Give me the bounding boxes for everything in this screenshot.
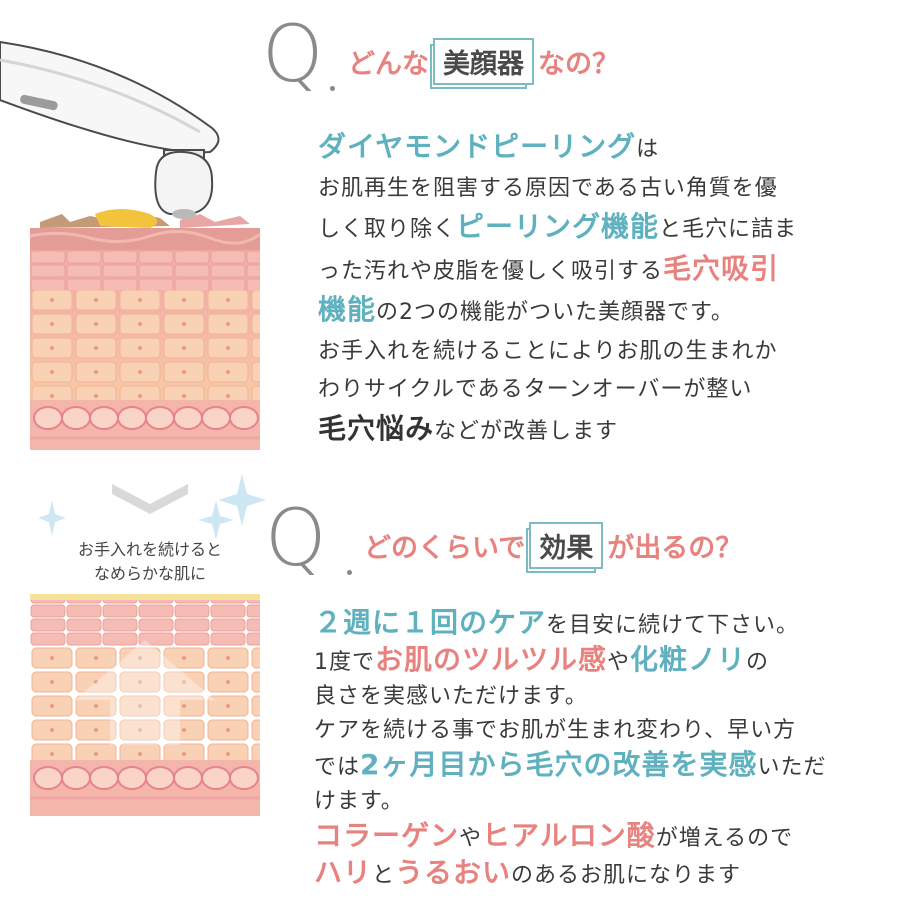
highlight-text: 毛穴悩み (318, 411, 435, 445)
section1-line: お肌再生を阻害する原因である古い角質を優 (318, 170, 797, 209)
section1-line: 機能の2つの機能がついた美顔器です。 (318, 291, 797, 333)
body-text: わりサイクルであるターンオーバーが整い (318, 377, 753, 402)
body-text: では (314, 755, 361, 780)
body-text: ケアを続ける事でお肌が生まれ変わり、早い方 (314, 718, 797, 743)
body-text: った汚れや皮脂を優しく吸引する (318, 258, 664, 284)
highlight-text: 2ヶ月目から毛穴の改善を実感 (360, 748, 758, 781)
body-text: 良さを実感いただけます。 (314, 684, 588, 709)
q-mark-2: Q (265, 494, 327, 584)
section1-heading: どんな 美顔器 なの？ (348, 38, 619, 89)
q-dot-1 (330, 86, 335, 91)
caption-line-1: お手入れを続けると (77, 540, 222, 559)
highlight-text: ２週に１回のケア (314, 606, 547, 639)
skin-illustration-bottom (30, 594, 260, 816)
highlight-text: お肌のツルツル感 (375, 643, 608, 676)
body-text: のあるお肌になります (511, 863, 742, 888)
section2-line: けます。 (314, 785, 827, 819)
heading2-box: 効果 (526, 522, 604, 573)
body-text: 1度で (314, 650, 375, 675)
heading1-pre: どんな (348, 49, 429, 80)
section2-line: ２週に１回のケアを目安に続けて下さい。 (314, 606, 827, 643)
section1-line: しく取り除くピーリング機能と毛穴に詰ま (318, 208, 797, 250)
heading1-post: なの？ (538, 49, 619, 80)
section2-body: ２週に１回のケアを目安に続けて下さい。1度でお肌のツルツル感や化粧ノリの良さを実… (314, 606, 827, 893)
section2-line: ケアを続ける事でお肌が生まれ変わり、早い方 (314, 714, 827, 748)
section2-line: では2ヶ月目から毛穴の改善を実感いただ (314, 748, 827, 785)
body-text: や (459, 826, 483, 851)
body-text: は (636, 137, 660, 162)
sparkle-icon (198, 500, 234, 540)
middle-caption: お手入れを続けると なめらかな肌に (20, 538, 280, 586)
q-mark-1: Q (262, 10, 324, 100)
highlight-text: 化粧ノリ (630, 643, 747, 676)
highlight-text: 毛穴吸引 (663, 251, 780, 285)
section2-line: ハリとうるおいのあるお肌になります (314, 856, 827, 893)
caption-line-2: なめらかな肌に (93, 564, 206, 583)
section1-line: 毛穴悩みなどが改善します (318, 410, 797, 452)
highlight-text: ハリ (314, 856, 373, 889)
body-text: などが改善します (434, 418, 619, 444)
highlight-text: ピーリング機能 (456, 210, 660, 243)
section1-line: わりサイクルであるターンオーバーが整い (318, 371, 797, 410)
body-text: しく取り除く (318, 217, 457, 242)
highlight-text: ヒアルロン酸 (482, 819, 656, 852)
section2-line: 良さを実感いただけます。 (314, 680, 827, 714)
highlight-text: うるおい (395, 856, 512, 889)
body-text: や (607, 650, 631, 675)
chevron-down-icon (112, 484, 188, 514)
beauty-device-icon (0, 40, 220, 219)
section1-line: った汚れや皮脂を優しく吸引する毛穴吸引 (318, 250, 797, 292)
heading1-box: 美顔器 (430, 38, 534, 89)
heading2-pre: どのくらいで (364, 533, 526, 564)
sparkle-icon (218, 474, 266, 526)
body-text: の (746, 650, 770, 675)
body-text: けます。 (314, 789, 404, 814)
section2-line: 1度でお肌のツルツル感や化粧ノリの (314, 643, 827, 680)
q-dot-2 (347, 570, 352, 575)
section1-line: ダイヤモンドピーリングは (318, 128, 797, 170)
highlight-text: 機能 (318, 293, 377, 326)
body-text: を目安に続けて下さい。 (546, 613, 800, 638)
section1-line: お手入れを続けることによりお肌の生まれか (318, 333, 797, 372)
section1-body: ダイヤモンドピーリングはお肌再生を阻害する原因である古い角質を優しく取り除くピー… (318, 128, 797, 451)
highlight-text: コラーゲン (314, 819, 460, 852)
section2-line: コラーゲンやヒアルロン酸が増えるので (314, 819, 827, 856)
highlight-text: ダイヤモンドピーリング (318, 130, 637, 163)
sparkle-icon (38, 500, 66, 536)
body-text: が増えるので (655, 826, 794, 851)
skin-illustration-top (0, 40, 261, 450)
body-text: いただ (757, 755, 827, 780)
heading2-post: が出るの？ (607, 533, 743, 564)
body-text: と毛穴に詰ま (659, 217, 798, 242)
body-text: と (372, 863, 396, 888)
section2-heading: どのくらいで 効果 が出るの？ (364, 522, 743, 573)
transition-decoration (38, 474, 266, 540)
body-text: お手入れを続けることによりお肌の生まれか (318, 338, 778, 364)
body-text: お肌再生を阻害する原因である古い角質を優 (318, 175, 778, 201)
body-text: の2つの機能がついた美顔器です。 (376, 300, 734, 325)
